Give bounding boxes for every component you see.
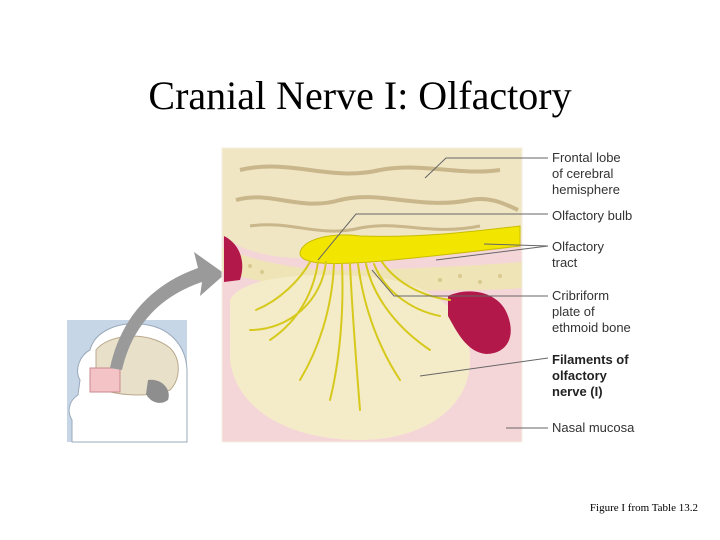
leader-lines bbox=[317, 157, 549, 429]
slide-title: Cranial Nerve I: Olfactory bbox=[148, 73, 572, 118]
label-olfactory-bulb: Olfactory bulb bbox=[552, 208, 633, 223]
label-frontal-lobe: Frontal lobe of cerebral hemisphere bbox=[552, 150, 621, 197]
label-nasal-mucosa: Nasal mucosa bbox=[552, 420, 635, 435]
label-cribriform-plate: Cribriform plate of ethmoid bone bbox=[552, 288, 631, 335]
anatomy-panel bbox=[221, 147, 523, 443]
head-thumbnail bbox=[67, 320, 188, 443]
figure-caption: Figure I from Table 13.2 bbox=[589, 502, 698, 514]
zoom-arrow bbox=[110, 252, 225, 370]
label-olfactory-filaments: Filaments of olfactory nerve (I) bbox=[552, 352, 629, 399]
label-olfactory-tract: Olfactory tract bbox=[552, 239, 605, 270]
